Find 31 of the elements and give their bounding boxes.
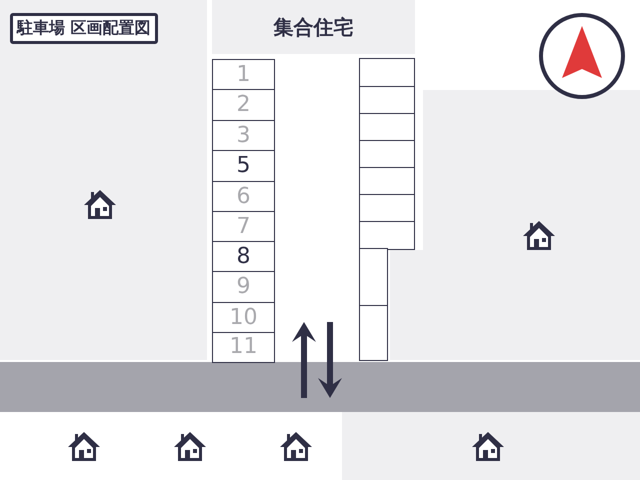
- parking-space: [212, 120, 275, 152]
- space-number: 3: [236, 124, 250, 147]
- parking-space: [212, 241, 275, 272]
- space-number: 10: [230, 306, 258, 329]
- parking-space: [359, 221, 415, 250]
- parking-space: [359, 86, 415, 114]
- parking-space: [359, 194, 415, 222]
- space-number: 2: [236, 94, 250, 116]
- parking-space: [212, 332, 275, 362]
- parking-space: [359, 167, 415, 196]
- space-number: 9: [236, 276, 250, 298]
- space-number: 8: [236, 246, 250, 268]
- parking-space: [212, 89, 275, 122]
- parking-space: [212, 302, 275, 334]
- parking-space: [359, 58, 415, 88]
- parking-space: [359, 305, 388, 361]
- parking-space: [212, 150, 275, 182]
- parking-space: [359, 113, 415, 142]
- parking-space: [212, 271, 275, 304]
- map-title: 駐車場 区画配置図: [10, 13, 158, 44]
- space-number: 1: [236, 64, 250, 86]
- parking-space: [359, 140, 415, 168]
- parking-space: [212, 181, 275, 212]
- parking-space: [212, 59, 275, 90]
- space-number: 5: [236, 155, 250, 178]
- space-number: 11: [230, 336, 258, 358]
- parking-space: [359, 248, 388, 306]
- parking-space: [212, 211, 275, 242]
- building-name: 集合住宅: [274, 14, 354, 40]
- space-number: 6: [236, 186, 250, 208]
- space-number: 7: [236, 216, 250, 238]
